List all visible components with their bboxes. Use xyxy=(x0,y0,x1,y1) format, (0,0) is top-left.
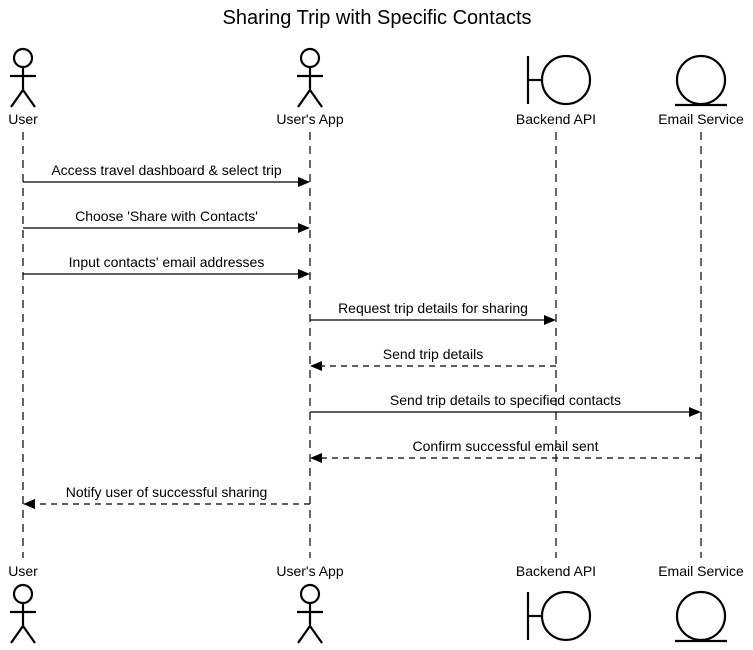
message-5: Send trip details xyxy=(310,346,556,371)
message-7: Confirm successful email sent xyxy=(310,438,701,463)
participant-app-top: User's App xyxy=(276,47,344,127)
arrowhead-icon xyxy=(544,315,556,325)
message-label: Access travel dashboard & select trip xyxy=(51,162,282,178)
message-label: Notify user of successful sharing xyxy=(66,484,268,500)
participant-label-email: Email Service xyxy=(658,111,744,127)
actor-head xyxy=(12,583,34,605)
entity-circle xyxy=(675,590,727,642)
participant-label-backend: Backend API xyxy=(516,111,596,127)
arrowhead-icon xyxy=(310,453,322,463)
boundary-icon xyxy=(526,54,592,106)
arrowhead-icon xyxy=(689,407,701,417)
actor-icon xyxy=(297,583,323,644)
participant-label-backend: Backend API xyxy=(516,563,596,579)
participants-bottom: User User's App Backend API Email Service xyxy=(8,563,744,644)
actor-head xyxy=(12,47,34,69)
participant-email-top: Email Service xyxy=(658,54,744,127)
message-8: Notify user of successful sharing xyxy=(23,484,310,509)
actor-left-leg xyxy=(10,89,24,108)
message-label: Request trip details for sharing xyxy=(338,300,528,316)
participant-backend-top: Backend API xyxy=(516,54,596,127)
participants-top: User User's App Backend API Email Service xyxy=(8,47,744,127)
message-label: Choose 'Share with Contacts' xyxy=(75,208,258,224)
participant-user-bottom: User xyxy=(8,563,38,644)
boundary-icon xyxy=(526,590,592,642)
boundary-circle xyxy=(540,590,592,642)
message-1: Access travel dashboard & select trip xyxy=(23,162,310,187)
boundary-circle xyxy=(540,54,592,106)
actor-head xyxy=(299,583,321,605)
actor-head xyxy=(299,47,321,69)
actor-left-leg xyxy=(10,625,24,644)
actor-icon xyxy=(10,47,36,108)
participant-user-top: User xyxy=(8,47,38,127)
message-4: Request trip details for sharing xyxy=(310,300,556,325)
lifelines xyxy=(22,132,702,558)
message-label: Send trip details xyxy=(383,346,483,362)
arrowhead-icon xyxy=(298,223,310,233)
participant-email-bottom: Email Service xyxy=(658,563,744,643)
message-2: Choose 'Share with Contacts' xyxy=(23,208,310,233)
actor-icon xyxy=(10,583,36,644)
participant-backend-bottom: Backend API xyxy=(516,563,596,642)
entity-icon xyxy=(675,590,727,643)
participant-label-user: User xyxy=(8,563,38,579)
participant-app-bottom: User's App xyxy=(276,563,344,644)
arrowhead-icon xyxy=(298,177,310,187)
message-label: Input contacts' email addresses xyxy=(69,254,265,270)
participant-label-email: Email Service xyxy=(658,563,744,579)
diagram-title: Sharing Trip with Specific Contacts xyxy=(222,7,531,29)
actor-icon xyxy=(297,47,323,108)
messages: Access travel dashboard & select tripCho… xyxy=(23,162,701,509)
participant-label-user: User xyxy=(8,111,38,127)
actor-right-leg xyxy=(309,89,323,108)
participant-label-app: User's App xyxy=(276,111,343,127)
message-label: Confirm successful email sent xyxy=(413,438,599,454)
actor-left-leg xyxy=(297,89,311,108)
entity-icon xyxy=(675,54,727,107)
actor-right-leg xyxy=(22,625,36,644)
actor-right-leg xyxy=(309,625,323,644)
message-label: Send trip details to specified contacts xyxy=(390,392,621,408)
entity-circle xyxy=(675,54,727,106)
arrowhead-icon xyxy=(298,269,310,279)
message-6: Send trip details to specified contacts xyxy=(310,392,701,417)
participant-label-app: User's App xyxy=(276,563,343,579)
arrowhead-icon xyxy=(23,499,35,509)
actor-left-leg xyxy=(297,625,311,644)
actor-right-leg xyxy=(22,89,36,108)
arrowhead-icon xyxy=(310,361,322,371)
message-3: Input contacts' email addresses xyxy=(23,254,310,279)
